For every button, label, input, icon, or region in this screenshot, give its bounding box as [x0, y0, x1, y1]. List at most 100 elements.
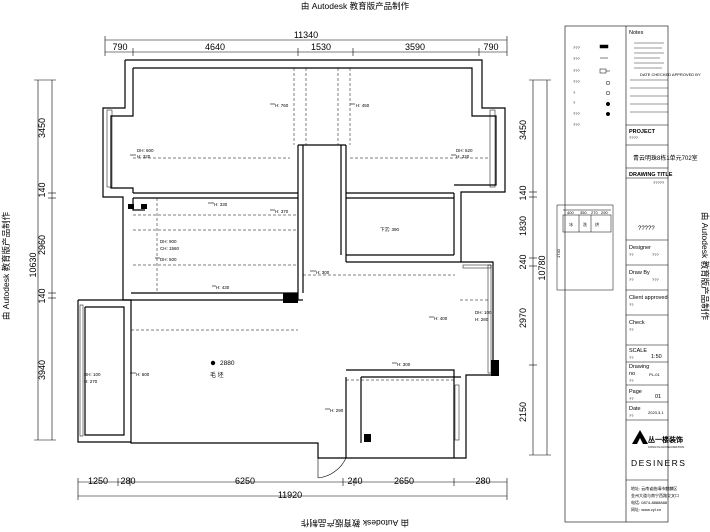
- dim-left-3: 2960: [37, 235, 47, 255]
- label-h280: H: 280: [475, 317, 489, 322]
- appliance-detail: [556, 204, 614, 291]
- title-project-label: PROJECT: [629, 129, 656, 135]
- detail-dim-2: 350: [580, 210, 587, 215]
- right-dimensions: [529, 79, 551, 456]
- dim-bottom-6: 280: [475, 476, 490, 486]
- notes-lines: [630, 42, 668, 113]
- title-designer-a: ??: [629, 252, 634, 257]
- title-project-name: 青云明珠8栋1单元702室: [633, 154, 698, 162]
- company-address-1: 地址: 云南省曲靖市麒麟区: [631, 485, 677, 491]
- label-h430: H: 430: [216, 285, 230, 290]
- legend-5: ?: [573, 90, 576, 95]
- dim-right-2: 140: [518, 185, 528, 200]
- title-scale-a: ??: [629, 355, 634, 360]
- legend-3: ???: [573, 68, 580, 73]
- top-dimensions: [104, 36, 508, 56]
- label-h450: H: 450: [356, 103, 370, 108]
- title-drawingno-label: Drawing: [629, 364, 649, 370]
- room-label-number: 2880: [220, 360, 235, 367]
- legend-8: ???: [573, 122, 580, 127]
- level-marker-icon: [210, 360, 216, 366]
- dim-right-1: 3450: [518, 120, 528, 140]
- title-date-checked: DATE CHECKED APPROVED BY: [640, 72, 701, 77]
- company-name: 丛一楼装饰: [648, 435, 683, 444]
- title-client-label: Client approved: [629, 295, 668, 301]
- window-lines: [79, 109, 496, 441]
- legend-1: ???: [573, 45, 580, 50]
- detail-side-dim: 1740: [556, 248, 561, 258]
- label-h400: H: 400: [434, 316, 448, 321]
- dim-top-2: 4640: [205, 42, 225, 52]
- detail-dim-4: 290: [601, 210, 608, 215]
- title-drawby-b: ???: [652, 277, 659, 282]
- dim-right-total: 10780: [537, 255, 547, 280]
- label-dh600: DH: 600: [137, 148, 154, 153]
- room-label-sunken: 下沉: 390: [380, 226, 400, 233]
- label-h600: H: 600: [136, 372, 150, 377]
- title-date-a: ??: [629, 413, 634, 418]
- legend-4: ???: [573, 79, 580, 84]
- dim-bottom-3: 6250: [235, 476, 255, 486]
- legend-symbols: [599, 44, 611, 117]
- company-phone: 电话: 0874-8888888: [631, 499, 668, 505]
- dim-bottom-4: 240: [347, 476, 362, 486]
- label-dh100-right: DH: 100: [475, 310, 492, 315]
- detail-dim-1: 400: [567, 210, 574, 215]
- title-designer-b: ???: [652, 252, 659, 257]
- title-client-a: ??: [629, 302, 634, 307]
- title-drawby-a: ??: [629, 277, 634, 282]
- dim-left-1: 3450: [37, 118, 47, 138]
- label-h320-left: H: 320: [137, 154, 151, 159]
- title-block-frame: [564, 25, 669, 523]
- title-project-value: ????: [629, 135, 639, 140]
- label-h270: H: 270: [84, 379, 98, 384]
- title-page-label: Page: [629, 389, 642, 395]
- label-h370: H: 370: [275, 209, 289, 214]
- dim-right-6: 2150: [518, 402, 528, 422]
- title-drawby-label: Draw By: [629, 270, 650, 276]
- title-page-a: ??: [629, 396, 634, 401]
- label-h300-b: H: 300: [397, 362, 411, 367]
- bottom-dimensions: [77, 478, 508, 500]
- label-dh100-left: DH: 100: [84, 372, 101, 377]
- dim-left-2: 140: [37, 182, 47, 197]
- title-drawingno-value: PL-01: [649, 372, 660, 377]
- legend-7: ???: [573, 111, 580, 116]
- label-h760: H: 760: [275, 103, 289, 108]
- dim-bottom-2: 280: [120, 476, 135, 486]
- watermark-left: 由 Autodesk 教育版产品制作: [1, 211, 11, 320]
- company-subname: CONGYILOU DECORATION: [648, 445, 684, 449]
- dim-top-4: 3590: [405, 42, 425, 52]
- title-drawing-title-value: ?????: [653, 180, 665, 185]
- title-drawing-name: ?????: [638, 226, 655, 232]
- label-h290: H: 290: [330, 408, 344, 413]
- dim-right-4: 240: [518, 254, 528, 269]
- company-designers: DESINERS: [631, 458, 686, 468]
- title-designer-label: Designer: [629, 245, 651, 251]
- dim-bottom-1: 1250: [88, 476, 108, 486]
- title-drawing-title-label: DRAWING TITLE: [629, 172, 673, 178]
- legend-6: ?: [573, 100, 576, 105]
- label-dh900: DH: 900: [160, 239, 177, 244]
- label-ch1560: CH: 1560: [160, 246, 180, 251]
- structural-columns: [128, 204, 499, 442]
- detail-cell-dryer: 烘: [595, 221, 599, 227]
- grid-ticks: [130, 103, 456, 410]
- room-label-unfinished: 毛 坯: [210, 371, 224, 379]
- dim-left-5: 3940: [37, 360, 47, 380]
- dim-left-4: 140: [37, 288, 47, 303]
- watermark-bottom: 由 Autodesk 教育版产品制作: [300, 518, 409, 528]
- title-scale-label: SCALE: [629, 348, 647, 354]
- company-website: 网址: www.cyl.cn: [631, 506, 661, 512]
- title-notes: Notes: [629, 30, 644, 36]
- label-h300-a: H: 300: [316, 270, 330, 275]
- beam-dashed-lines: [131, 68, 490, 381]
- plan-walls: [77, 59, 506, 459]
- title-drawingno-label2: no: [629, 371, 635, 377]
- company-logo-icon: [632, 430, 648, 444]
- left-dimensions: [34, 79, 56, 441]
- dim-top-3: 1530: [311, 42, 331, 52]
- title-page-value: 01: [655, 394, 661, 400]
